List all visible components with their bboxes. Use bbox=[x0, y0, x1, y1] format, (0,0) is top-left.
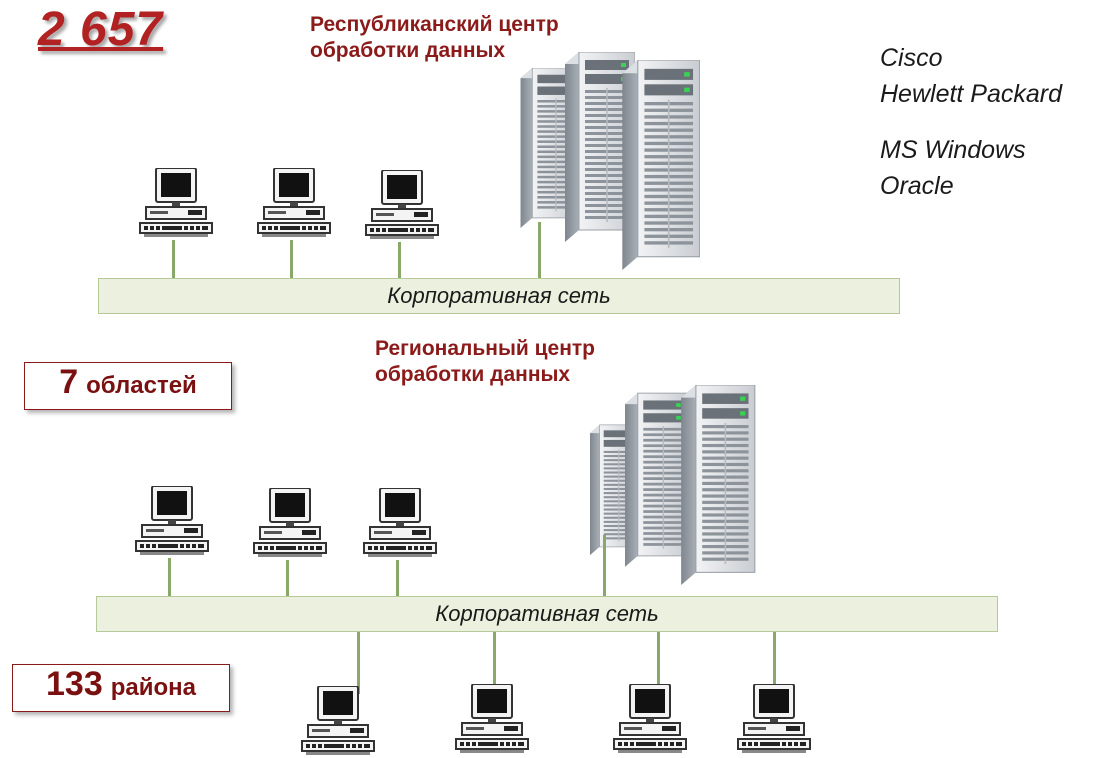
server-rack-icon bbox=[680, 385, 756, 585]
regional-center-title: Региональный центр обработки данных bbox=[375, 336, 595, 388]
desktop-computer-icon bbox=[254, 168, 334, 240]
regions-number: 7 bbox=[59, 363, 79, 401]
regional-center-title-line2: обработки данных bbox=[375, 363, 571, 386]
districts-unit: района bbox=[110, 674, 196, 701]
desktop-computer-icon bbox=[298, 686, 378, 758]
desktop-computer-icon bbox=[136, 168, 216, 240]
desktop-computer-icon bbox=[734, 684, 814, 756]
network-link bbox=[357, 632, 360, 694]
vendor-hp: Hewlett Packard bbox=[880, 80, 1063, 108]
republic-center-title-line2: обработки данных bbox=[310, 39, 506, 62]
network-link bbox=[168, 558, 171, 596]
desktop-computer-icon bbox=[362, 170, 442, 242]
desktop-computer-icon bbox=[132, 486, 212, 558]
vendor-cisco: Cisco bbox=[880, 44, 943, 72]
network-label: Корпоративная сеть bbox=[435, 601, 659, 626]
server-rack-icon bbox=[622, 60, 700, 270]
network-label: Корпоративная сеть bbox=[387, 283, 611, 308]
network-link bbox=[657, 632, 660, 692]
network-link bbox=[286, 560, 289, 596]
network-link bbox=[773, 632, 776, 694]
desktop-computer-icon bbox=[250, 488, 330, 560]
network-link bbox=[396, 560, 399, 596]
network-link bbox=[538, 222, 541, 278]
districts-number: 133 bbox=[46, 665, 103, 703]
vendor-oracle: Oracle bbox=[880, 172, 954, 200]
network-link bbox=[172, 240, 175, 278]
desktop-computer-icon bbox=[360, 488, 440, 560]
vendor-ms-windows: MS Windows bbox=[880, 136, 1026, 164]
network-link bbox=[603, 535, 606, 596]
vendor-list: Cisco Hewlett Packard MS Windows Oracle bbox=[880, 40, 1062, 204]
network-link bbox=[493, 632, 496, 692]
desktop-computer-icon bbox=[452, 684, 532, 756]
regions-count-box: 7 областей bbox=[24, 362, 232, 410]
districts-count-box: 133 района bbox=[12, 664, 230, 712]
regions-unit: областей bbox=[86, 372, 197, 399]
desktop-computer-icon bbox=[610, 684, 690, 756]
corporate-network-top: Корпоративная сеть bbox=[98, 278, 900, 314]
network-link bbox=[398, 242, 401, 278]
network-link bbox=[290, 240, 293, 278]
republic-center-title: Республиканский центр обработки данных bbox=[310, 12, 559, 64]
total-count: 2 657 bbox=[38, 3, 164, 56]
republic-center-title-line1: Республиканский центр bbox=[310, 13, 559, 36]
corporate-network-bottom: Корпоративная сеть bbox=[96, 596, 998, 632]
regional-center-title-line1: Региональный центр bbox=[375, 337, 596, 360]
